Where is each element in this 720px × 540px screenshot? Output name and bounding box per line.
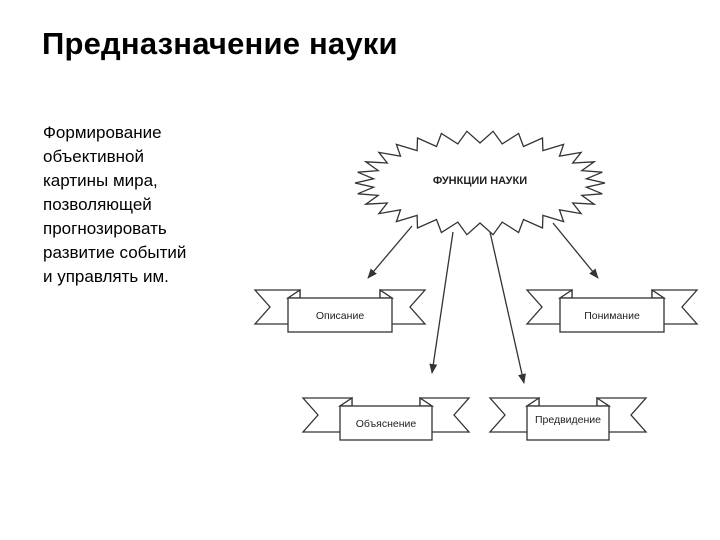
- ribbon-band: [287, 297, 393, 333]
- ribbon-obyasnenie: Объяснение: [301, 396, 471, 441]
- ribbon-opisanie: Описание: [253, 288, 427, 333]
- body-line: картины мира,: [43, 171, 158, 190]
- arrow-to-obyasnenie: [429, 231, 454, 374]
- ribbon-band: [339, 405, 433, 441]
- ribbon-label: Понимание: [584, 310, 640, 322]
- arrow-to-ponimanie: [552, 222, 599, 279]
- slide-title: Предназначение науки: [42, 26, 398, 61]
- body-line: прогнозировать: [43, 219, 167, 238]
- body-line: позволяющей: [43, 195, 152, 214]
- body-line: объективной: [43, 147, 144, 166]
- arrows: [367, 222, 599, 384]
- ribbon-band: [526, 405, 610, 441]
- ribbon-ponimanie: Понимание: [525, 288, 699, 333]
- burst-label: ФУНКЦИИ НАУКИ: [433, 175, 527, 187]
- burst-outline: [354, 130, 606, 236]
- slide-body-text: Формирование объективной картины мира, п…: [43, 121, 233, 289]
- ribbon-label: Объяснение: [356, 418, 417, 430]
- body-line: Формирование: [43, 123, 162, 142]
- arrow-to-opisanie: [367, 225, 413, 279]
- arrow-to-predvidenie: [489, 231, 526, 384]
- body-line: и управлять им.: [43, 267, 169, 286]
- ribbon-band: [559, 297, 665, 333]
- ribbon-label: Описание: [316, 310, 364, 322]
- ribbon-predvidenie: Предвидение: [488, 396, 648, 441]
- ribbon-label: Предвидение: [535, 414, 601, 426]
- body-line: развитие событий: [43, 243, 187, 262]
- functions-burst: ФУНКЦИИ НАУКИ: [354, 130, 606, 236]
